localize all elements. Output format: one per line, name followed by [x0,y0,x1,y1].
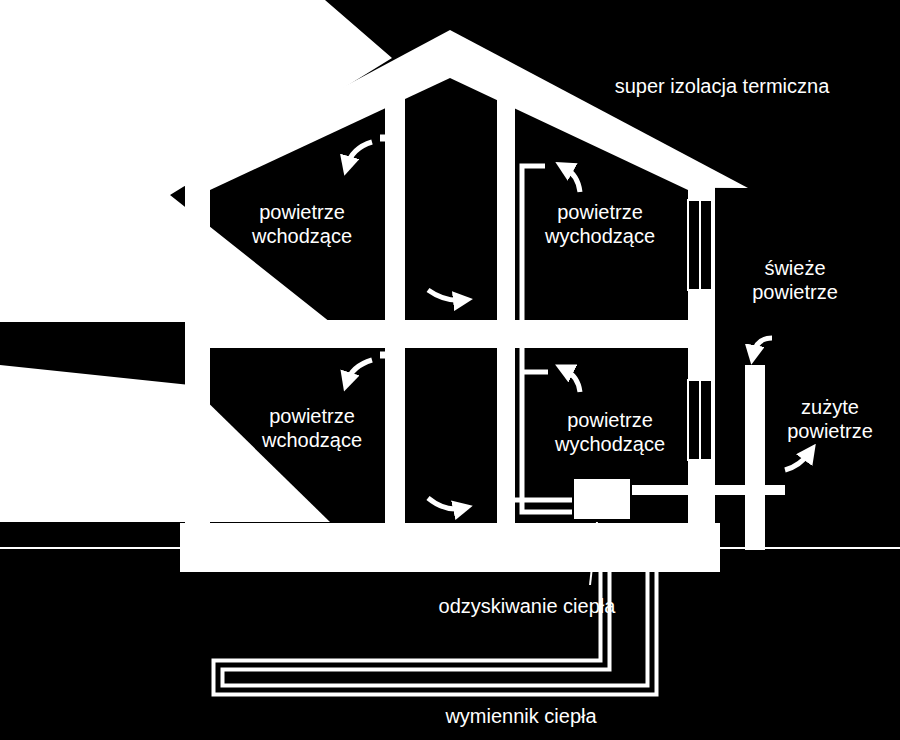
exhaust-pipe [630,485,785,495]
label: powietrze wchodzące [250,404,375,452]
floor-slab [180,523,720,572]
supply-duct [515,498,575,503]
label: powietrze wchodzące [240,200,365,248]
heat-recovery-unit [573,478,631,520]
label: powietrze wychodzące [538,200,663,248]
airflow-arrows [347,142,810,509]
air-stack [745,365,765,550]
shaft-wall [497,95,515,523]
label: zużyte powietrze [770,395,890,443]
label: super izolacja termiczna [587,74,857,98]
shaft-wall [385,95,405,523]
label: wymiennik ciepła [401,704,641,728]
label: świeże powietrze [733,256,858,304]
leader-line [590,522,597,585]
window [699,380,701,460]
window [688,200,712,290]
label: powietrze wychodzące [548,408,673,456]
window [688,380,712,460]
supply-duct [380,138,405,355]
sun-beam [0,0,392,322]
label: odzyskiwanie ciepła [407,594,647,618]
window [699,200,701,290]
